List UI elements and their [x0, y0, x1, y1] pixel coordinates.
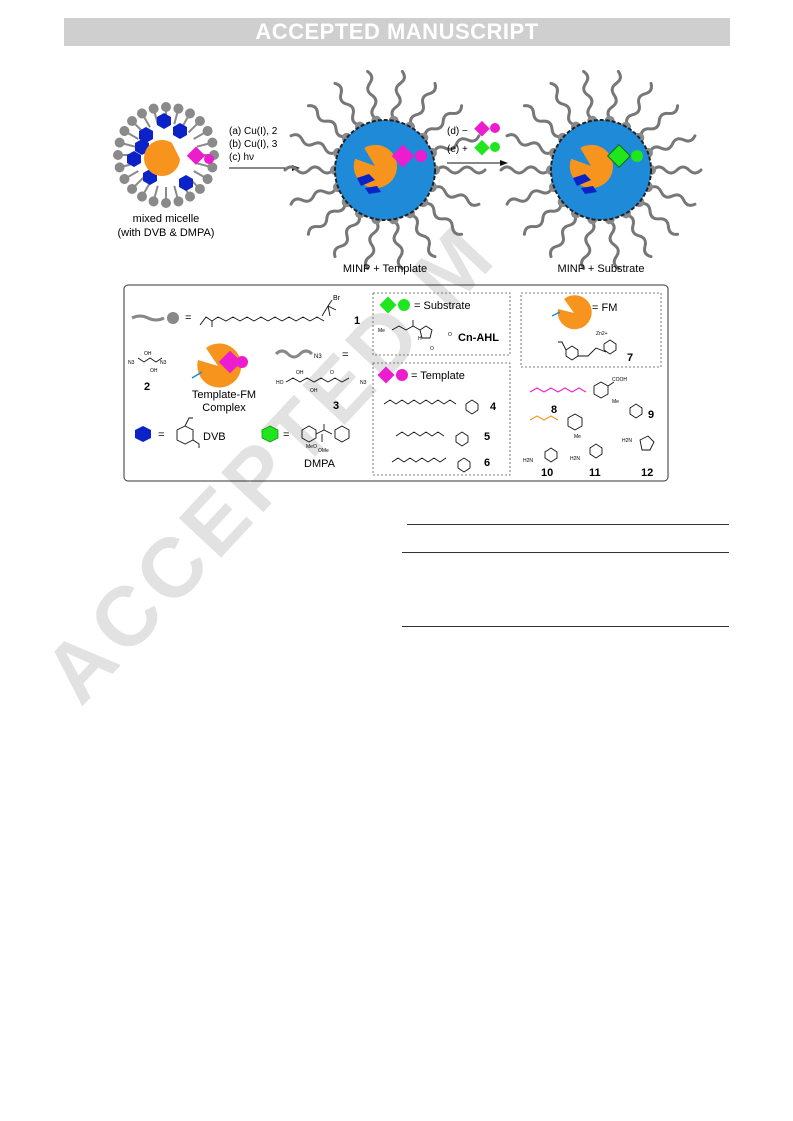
compound-9-number: 9: [648, 409, 654, 421]
svg-text:Br: Br: [333, 295, 341, 302]
svg-text:OH: OH: [144, 351, 152, 357]
compound-2: N3 N3 OH OH 2: [128, 351, 167, 393]
legend-box: [123, 284, 669, 482]
svg-text:H: H: [418, 336, 422, 342]
compound-11-number: 11: [589, 467, 601, 479]
templates-4-5-6: [383, 399, 479, 473]
compound-12-number: 12: [641, 467, 653, 479]
svg-text:=: =: [283, 429, 289, 441]
table-rule-mid: [402, 552, 729, 553]
svg-text:Me: Me: [612, 399, 619, 405]
svg-text:MeO: MeO: [306, 444, 317, 450]
compound-10-structure: H2N: [523, 447, 558, 464]
svg-text:=: =: [185, 312, 191, 324]
svg-text:Zn2+: Zn2+: [596, 331, 608, 337]
compound-7-number: 7: [627, 352, 633, 364]
svg-text:O: O: [330, 370, 334, 376]
svg-text:N3: N3: [128, 360, 135, 366]
step-a: (a) Cu(I), 2: [229, 126, 278, 137]
compound-8-number: 8: [551, 404, 557, 416]
step-e: (e) +: [447, 144, 468, 155]
surfactant-1: = Br 1: [131, 295, 360, 327]
svg-text:COOH: COOH: [612, 377, 627, 383]
svg-text:H2N: H2N: [622, 438, 632, 444]
template-fm-complex-icon: [191, 343, 248, 388]
compound-12-structure: H2N: [622, 435, 655, 451]
svg-text:H2N: H2N: [570, 456, 580, 462]
svg-text:O: O: [448, 332, 452, 338]
fm-label: = FM: [592, 302, 617, 314]
compound-7-structure: Zn2+: [558, 331, 617, 361]
substrate-label: = Substrate: [414, 300, 471, 312]
compound-6-number: 6: [484, 457, 490, 469]
label-minp-substrate: MINP + Substrate: [558, 263, 645, 275]
svg-text:=: =: [158, 429, 164, 441]
svg-text:H2N: H2N: [523, 458, 533, 464]
compound-5-number: 5: [484, 431, 490, 443]
minp-substrate-particle: [499, 69, 703, 271]
svg-text:Me: Me: [574, 434, 581, 440]
accepted-manuscript-banner: ACCEPTED MANUSCRIPT: [64, 18, 730, 46]
svg-text:O: O: [430, 346, 434, 352]
step-b: (b) Cu(I), 3: [229, 139, 278, 150]
compound-10-number: 10: [541, 467, 553, 479]
banner-text: ACCEPTED MANUSCRIPT: [255, 19, 539, 44]
template-box: [372, 362, 511, 476]
cn-ahl-label: Cn-AHL: [458, 332, 499, 344]
complex-label-1: Template-FM: [192, 389, 256, 401]
svg-text:HO: HO: [276, 380, 284, 386]
svg-text:N3: N3: [160, 360, 167, 366]
dvb-label: DVB: [203, 431, 226, 443]
fm-box: [520, 292, 662, 368]
compound-3-number: 3: [333, 400, 339, 412]
svg-text:OMe: OMe: [318, 448, 329, 454]
svg-text:OH: OH: [296, 370, 304, 376]
svg-text:N3: N3: [360, 380, 367, 386]
micelle-label-1: mixed micelle: [133, 213, 200, 225]
substrate-box: [372, 292, 511, 356]
minp-template-particle: [283, 69, 487, 271]
step-d: (d) −: [447, 126, 468, 137]
svg-text:=: =: [342, 349, 348, 361]
compound-3: N3 = HO OH OH O N3 3: [274, 349, 367, 412]
compound-8-structure: COOH: [529, 377, 627, 431]
micelle-label-2: (with DVB & DMPA): [118, 227, 215, 239]
compound-4-number: 4: [490, 401, 497, 413]
table-rule-bottom: [402, 626, 729, 627]
svg-text:Me: Me: [378, 328, 385, 334]
svg-text:OH: OH: [310, 388, 318, 394]
table-rule-top: [407, 524, 729, 525]
compound-2-number: 2: [144, 381, 150, 393]
step-c: (c) hν: [229, 152, 254, 163]
complex-label-2: Complex: [202, 402, 246, 414]
cn-ahl-structure: MeH O O: [378, 320, 452, 352]
mixed-micelle: [112, 101, 220, 209]
svg-text:OH: OH: [150, 368, 158, 374]
svg-text:N3: N3: [314, 354, 322, 360]
dmpa-label: DMPA: [304, 458, 336, 470]
scheme-figure: mixed micelle (with DVB & DMPA) (a) Cu(I…: [112, 69, 703, 482]
compound-9-structure: Me: [612, 399, 643, 419]
template-label: = Template: [411, 370, 465, 382]
dvb-legend: = DVB: [135, 417, 226, 448]
label-minp-template: MINP + Template: [343, 263, 427, 275]
compound-1-number: 1: [354, 315, 360, 327]
